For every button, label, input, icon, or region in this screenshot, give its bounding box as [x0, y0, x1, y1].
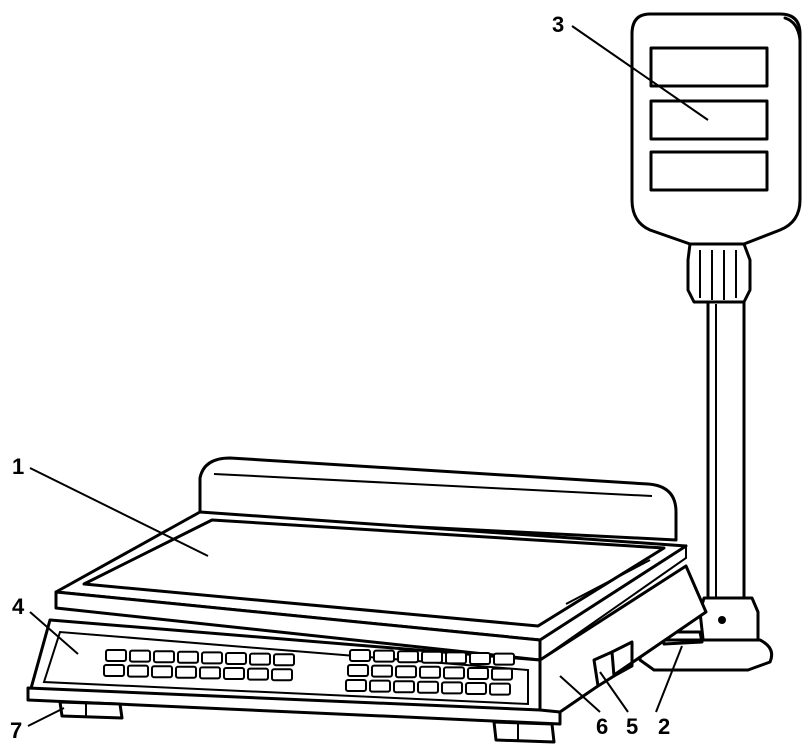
keypad-key [393, 680, 415, 694]
weighing-platter [54, 510, 688, 662]
leader-5 [599, 671, 629, 713]
keypad-key [273, 653, 295, 667]
connector-port [592, 650, 616, 688]
keypad-key [371, 664, 393, 678]
keypad-key [417, 680, 439, 694]
callout-2: 2 [658, 714, 670, 739]
keypad-key [395, 665, 417, 679]
display-window-top [649, 46, 769, 88]
keypad-key [491, 667, 513, 681]
keypad-key [347, 664, 369, 677]
keypad-key [177, 650, 199, 664]
keypad-key [349, 649, 371, 662]
keypad-key [489, 682, 511, 696]
callout-3: 3 [552, 12, 564, 37]
keypad-key [175, 665, 197, 679]
keypad-key [105, 649, 127, 662]
keypad-key [465, 682, 487, 695]
keypad-key [199, 666, 221, 680]
callout-5: 5 [626, 714, 638, 739]
keypad-key [467, 667, 489, 680]
keypad-key [151, 665, 173, 679]
keypad-key [469, 652, 491, 665]
keypad-key [445, 651, 467, 665]
keypad-key [201, 651, 223, 665]
leader-lines [27, 25, 709, 727]
keypad-key [225, 652, 247, 665]
leader-6 [559, 675, 601, 713]
keypad-key [443, 666, 465, 680]
callout-4: 4 [12, 594, 25, 619]
keypad-key [271, 668, 293, 682]
pole-display-head [630, 12, 802, 246]
display-window-middle [649, 99, 769, 141]
keypad-key [153, 650, 175, 664]
keypad-key [397, 650, 419, 664]
keypad-key [369, 679, 391, 693]
leader-7 [27, 707, 65, 727]
keypad-key [247, 667, 269, 681]
keypad-key [345, 679, 367, 692]
callout-7: 7 [10, 718, 22, 743]
keypad-key [421, 650, 443, 664]
display-window-bottom [649, 150, 769, 192]
keypad-key [441, 681, 463, 695]
keypad-key [419, 665, 441, 679]
leader-1 [29, 467, 209, 557]
keypad-key [129, 649, 151, 663]
keypad-right [345, 649, 515, 696]
callout-labels: 1 2 3 4 5 6 7 [10, 12, 670, 743]
callout-6: 6 [596, 714, 608, 739]
leader-4 [29, 611, 79, 655]
keypad-key [373, 649, 395, 663]
leader-2 [655, 645, 683, 713]
keypad-key [493, 652, 515, 666]
keypad-key [223, 667, 245, 680]
scale-feet [58, 700, 556, 744]
pole [638, 242, 774, 672]
keypad-key [249, 652, 271, 666]
leader-3 [571, 25, 709, 121]
keypad-key [127, 664, 149, 678]
keypad-key [103, 664, 125, 677]
keypad-left [103, 649, 295, 682]
callout-1: 1 [12, 454, 24, 479]
